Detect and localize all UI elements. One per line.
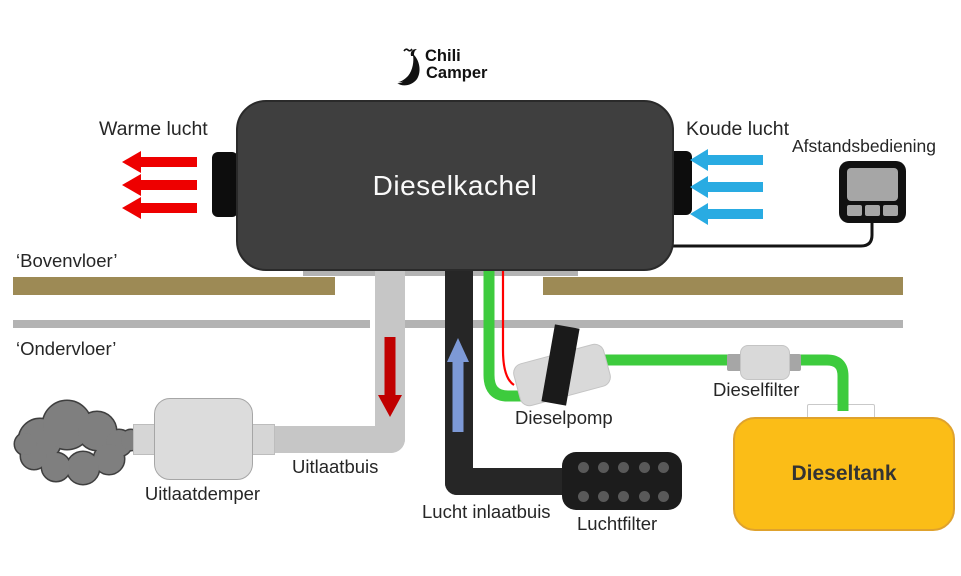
lower-floor-bar-right (405, 320, 903, 328)
warm-air-arrows (122, 151, 197, 219)
lower-floor-label: ‘Ondervloer’ (16, 338, 117, 359)
air-filter-hole (638, 490, 650, 502)
brand-name-line1: Chili (425, 47, 461, 65)
chili-pepper-icon (397, 48, 420, 86)
remote-button (865, 205, 880, 216)
brand-logo: Chili Camper (396, 45, 487, 87)
diesel-heater-unit: Dieselkachel (236, 100, 674, 271)
air-filter-hole (597, 490, 609, 502)
remote-screen (847, 168, 898, 201)
air-filter-hole (577, 461, 589, 473)
diesel-heater-label: Dieselkachel (372, 169, 538, 201)
air-intake-up-arrow (447, 338, 469, 432)
smoke-cloud-fill (15, 401, 162, 484)
remote-button (883, 205, 898, 216)
air-filter-hole (617, 461, 629, 473)
upper-floor-bar-right (543, 277, 903, 295)
remote-button (847, 205, 862, 216)
air-inlet-pipe-horizontal (445, 468, 570, 495)
fuel-tank-label: Dieseltank (791, 462, 897, 485)
upper-floor-label: ‘Bovenvloer’ (16, 250, 118, 271)
upper-floor-bar-left (13, 277, 335, 295)
air-filter-box (562, 452, 682, 510)
muffler-body (154, 398, 253, 480)
fuel-filter-body (740, 345, 790, 380)
air-filter-hole (597, 461, 609, 473)
fuel-tank: Dieseltank (733, 417, 955, 531)
heater-mounting-plate (303, 267, 578, 276)
muffler-label: Uitlaatdemper (144, 483, 261, 504)
fuel-pump-label: Dieselpomp (515, 407, 613, 428)
warm-air-outlet-port (212, 152, 238, 217)
air-filter-label: Luchtfilter (577, 513, 658, 534)
pump-wire (501, 260, 515, 386)
muffler-inlet-stub (251, 424, 275, 455)
air-filter-hole (657, 490, 669, 502)
cold-air-arrows (690, 149, 763, 225)
exhaust-pipe-label: Uitlaatbuis (292, 456, 379, 477)
fuel-filter-label: Dieselfilter (713, 379, 800, 400)
air-inlet-pipe-label: Lucht inlaatbuis (422, 501, 551, 522)
air-filter-hole (657, 461, 669, 473)
warm-air-label: Warme lucht (99, 118, 208, 140)
lower-floor-bar-left (13, 320, 370, 328)
air-filter-hole (577, 490, 589, 502)
air-filter-hole (617, 490, 629, 502)
remote-control-label: Afstandsbediening (792, 136, 936, 156)
remote-control-device (839, 161, 906, 223)
remote-control-wire (665, 223, 874, 248)
brand-name-line2: Camper (426, 64, 488, 82)
fuel-line-heater-to-pump (483, 260, 540, 402)
cold-air-label: Koude lucht (686, 118, 789, 140)
fuel-line-pump-to-tank (588, 354, 849, 411)
exhaust-down-arrow (378, 337, 402, 417)
exhaust-pipe-horizontal (273, 426, 405, 453)
air-filter-hole (638, 461, 650, 473)
fuel-filter-cap-left (727, 354, 742, 371)
